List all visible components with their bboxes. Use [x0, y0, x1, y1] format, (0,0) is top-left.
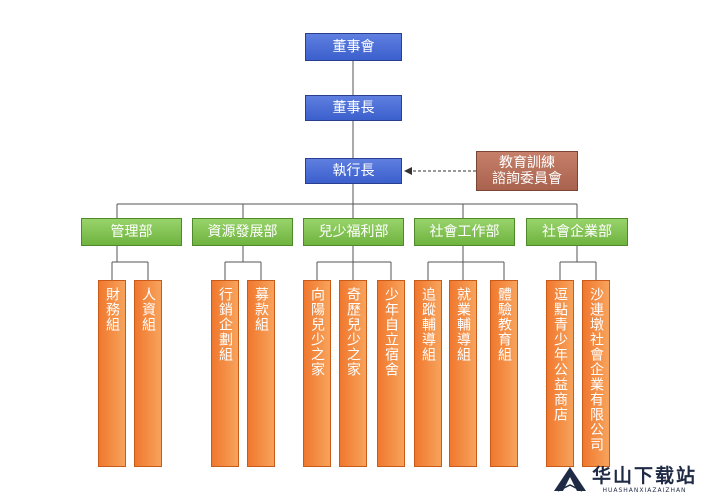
department-social-work: 社會工作部: [414, 218, 515, 246]
unit-comma-shop: 逗點青少年公益商店: [546, 280, 574, 467]
department-label: 社會工作部: [429, 224, 500, 240]
unit-label: 人資組: [140, 287, 156, 332]
ceo-label: 執行長: [332, 163, 375, 179]
department-label: 管理部: [110, 224, 153, 240]
unit-marketing: 行銷企劃組: [211, 280, 239, 467]
watermark-text: 华山下载站: [591, 464, 697, 487]
unit-fundraising: 募款組: [247, 280, 275, 467]
unit-youth-dorm: 少年自立宿舍: [377, 280, 405, 467]
unit-label: 募款組: [253, 287, 269, 332]
unit-label: 追蹤輔導組: [420, 287, 436, 362]
unit-shaliandun-company: 沙連墩社會企業有限公司: [582, 280, 610, 467]
unit-tracking-counseling: 追蹤輔導組: [414, 280, 442, 467]
unit-label: 行銷企劃組: [217, 287, 233, 362]
department-management: 管理部: [81, 218, 182, 246]
board-label: 董事會: [332, 39, 375, 55]
chairman-label: 董事長: [332, 100, 375, 116]
unit-label: 奇歷兒少之家: [345, 287, 361, 377]
mountain-logo-icon: [553, 467, 586, 492]
department-resource-development: 資源發展部: [192, 218, 293, 246]
ceo-box: 執行長: [305, 158, 402, 184]
board-box: 董事會: [305, 33, 402, 61]
watermark-subtext: HUASHANXIAZAIZHAN: [602, 486, 687, 494]
department-child-welfare: 兒少福利部: [303, 218, 404, 246]
advisory-committee-box: 教育訓練 諮詢委員會: [476, 151, 578, 191]
unit-label: 就業輔導組: [455, 287, 471, 362]
watermark: 华山下载站 HUASHANXIAZAIZHAN: [552, 464, 697, 494]
unit-qili-home: 奇歷兒少之家: [339, 280, 367, 467]
department-label: 資源發展部: [207, 224, 278, 240]
department-label: 社會企業部: [542, 224, 612, 240]
unit-hr: 人資組: [134, 280, 162, 467]
unit-label: 財務組: [104, 287, 120, 332]
unit-finance: 財務組: [98, 280, 126, 467]
advisory-line-2: 諮詢委員會: [492, 171, 562, 187]
unit-label: 體驗教育組: [496, 287, 512, 362]
department-social-enterprise: 社會企業部: [526, 218, 628, 246]
unit-experiential-education: 體驗教育組: [490, 280, 518, 467]
unit-label: 向陽兒少之家: [309, 287, 325, 377]
unit-label: 逗點青少年公益商店: [552, 287, 568, 422]
advisory-line-1: 教育訓練: [499, 155, 555, 171]
unit-employment-counseling: 就業輔導組: [449, 280, 477, 467]
unit-label: 沙連墩社會企業有限公司: [588, 287, 604, 452]
department-label: 兒少福利部: [318, 224, 389, 240]
chairman-box: 董事長: [305, 95, 402, 121]
unit-xiangyang-home: 向陽兒少之家: [303, 280, 331, 467]
unit-label: 少年自立宿舍: [383, 287, 399, 377]
